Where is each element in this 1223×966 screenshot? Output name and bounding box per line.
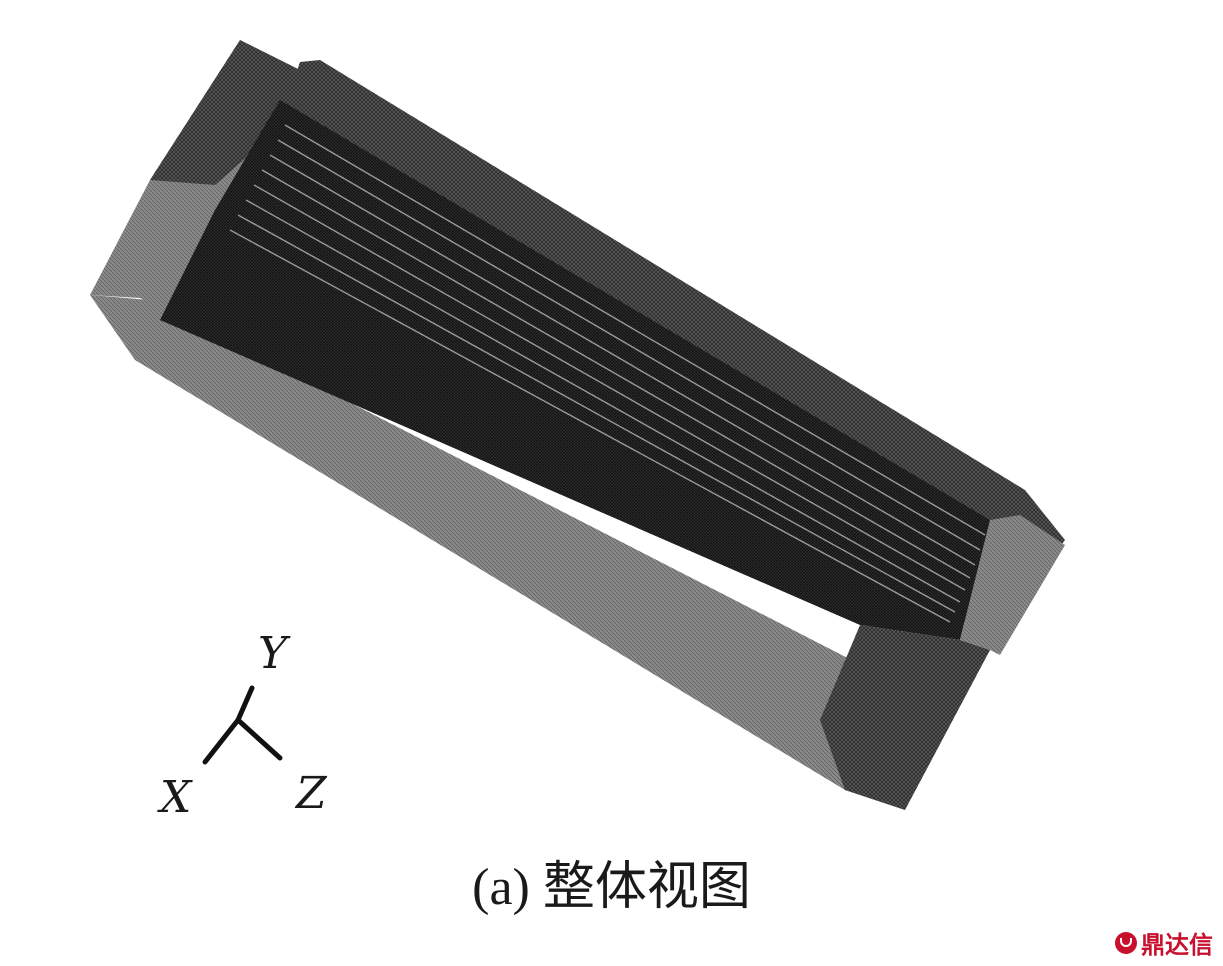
figure-caption: (a) 整体视图 (472, 859, 751, 916)
y-axis-label: Y (258, 628, 291, 679)
watermark: 鼎达信 (1115, 925, 1213, 960)
axis-triad (202, 685, 283, 765)
z-axis-line (235, 717, 283, 761)
watermark-logo-icon (1115, 931, 1137, 954)
x-axis-line (202, 717, 241, 765)
main-shell-bottom (90, 295, 910, 810)
z-axis-label: Z (294, 768, 328, 819)
x-axis-label: X (157, 772, 193, 823)
watermark-text: 鼎达信 (1141, 931, 1213, 959)
right-end-cap (960, 515, 1065, 655)
coil-layers (229, 124, 986, 623)
right-end-lower (820, 625, 990, 810)
y-axis-line (235, 685, 255, 723)
core-body (160, 100, 990, 640)
left-end-cap-top (150, 40, 300, 185)
